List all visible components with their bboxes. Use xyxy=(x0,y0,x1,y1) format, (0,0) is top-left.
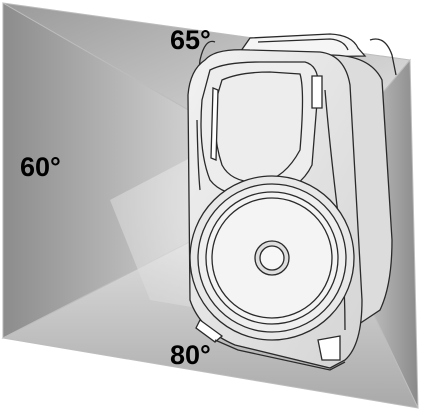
right-fin xyxy=(369,38,397,76)
horn-outline xyxy=(200,61,319,197)
horn-left-vent xyxy=(210,87,219,161)
top-angle-label: 65° xyxy=(170,25,211,55)
left-angle-label: 60° xyxy=(20,152,61,182)
bottom-left-port xyxy=(195,319,224,343)
left-fin xyxy=(197,40,216,81)
bottom-right-port xyxy=(317,335,341,361)
bottom-angle-label: 80° xyxy=(170,340,211,370)
horn-right-vent xyxy=(311,75,323,109)
speaker-cabinet xyxy=(187,33,397,371)
cabinet-base xyxy=(214,339,346,371)
